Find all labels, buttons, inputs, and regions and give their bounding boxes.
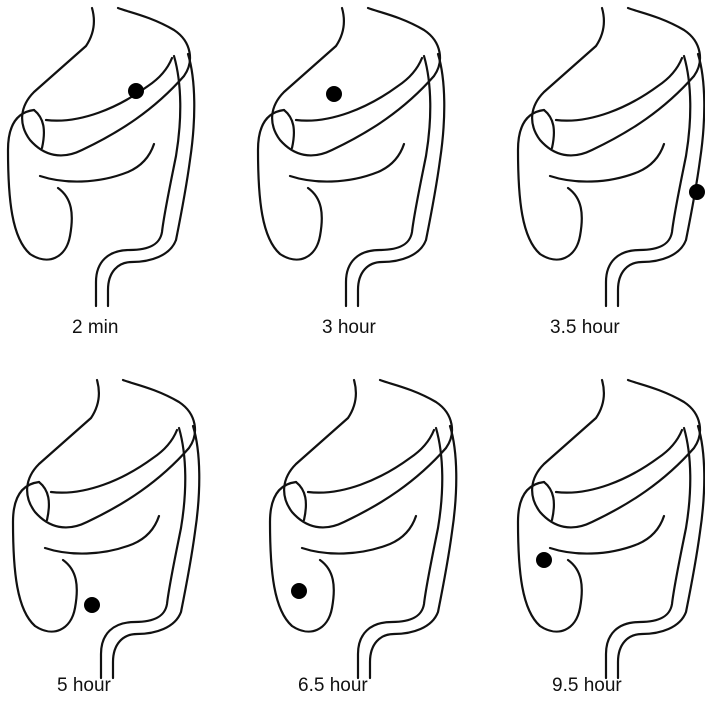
- time-label: 3 hour: [322, 318, 376, 337]
- marker-dot: [291, 583, 307, 599]
- panel-6-5-hour: 6.5 hour: [262, 372, 497, 722]
- panel-3-5-hour: 3.5 hour: [510, 0, 705, 350]
- gut-outline: [13, 380, 199, 678]
- panel-9-5-hour: 9.5 hour: [510, 372, 705, 722]
- panel-5-hour: 5 hour: [5, 372, 240, 722]
- time-label: 5 hour: [57, 676, 111, 695]
- time-label: 6.5 hour: [298, 676, 368, 695]
- marker-dot: [689, 184, 705, 200]
- marker-dot: [326, 86, 342, 102]
- gut-diagram: [510, 372, 705, 682]
- panel-2-min: 2 min: [0, 0, 235, 350]
- gut-outline: [518, 8, 704, 306]
- transit-figure: 2 min 3 hour: [0, 0, 705, 700]
- gut-outline: [518, 380, 704, 678]
- panel-3-hour: 3 hour: [250, 0, 485, 350]
- gut-diagram: [5, 372, 240, 682]
- gut-diagram: [262, 372, 497, 682]
- gut-diagram: [510, 0, 705, 310]
- marker-dot: [536, 552, 552, 568]
- gut-outline: [8, 8, 194, 306]
- gut-outline: [270, 380, 456, 678]
- gut-diagram: [250, 0, 485, 310]
- time-label: 9.5 hour: [552, 676, 622, 695]
- marker-dot: [128, 83, 144, 99]
- gut-outline: [258, 8, 444, 306]
- marker-dot: [84, 597, 100, 613]
- time-label: 2 min: [72, 318, 118, 337]
- gut-diagram: [0, 0, 235, 310]
- time-label: 3.5 hour: [550, 318, 620, 337]
